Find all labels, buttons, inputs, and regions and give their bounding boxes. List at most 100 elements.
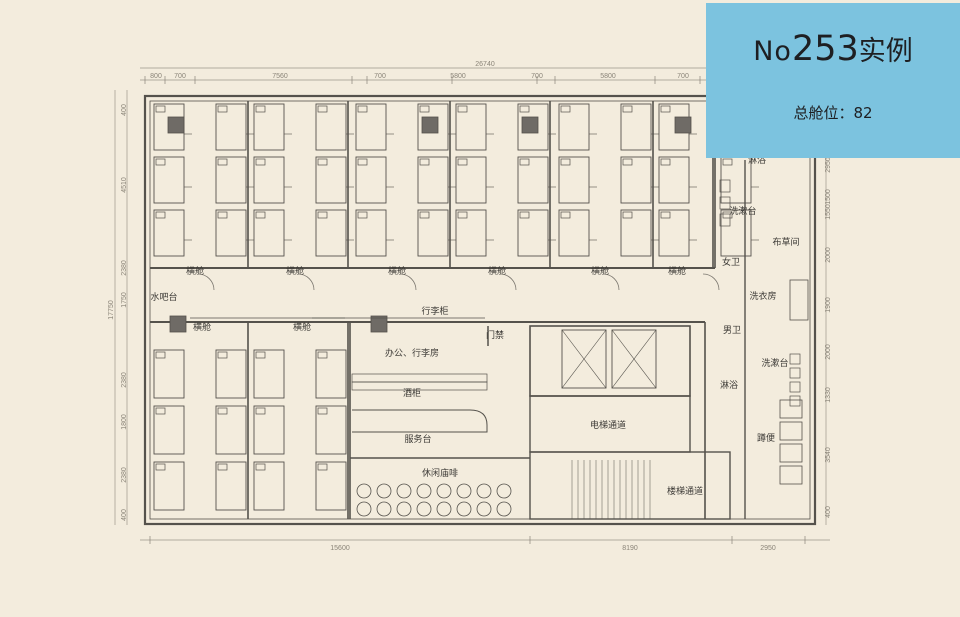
basin	[789, 381, 801, 393]
pod-pillow	[560, 211, 571, 219]
dimension-right-label: 2000	[825, 247, 832, 263]
capsule-pod	[417, 209, 449, 257]
capsule-pod	[253, 103, 285, 151]
door-swing	[702, 273, 720, 291]
capsule-pod	[315, 349, 347, 399]
capsule-pod	[315, 405, 347, 455]
capsule-pod	[215, 461, 247, 511]
capsule-pod	[417, 103, 449, 151]
pod-pillow	[317, 351, 328, 359]
pod-pillow	[419, 158, 430, 166]
tea-bar-label: 水吧台	[150, 291, 177, 303]
pod-pillow	[217, 211, 228, 219]
cafe-label: 休闲庙啡	[422, 467, 458, 479]
service-desk-label: 服务台	[404, 433, 431, 445]
basin	[719, 179, 731, 193]
capsule-pod	[315, 461, 347, 511]
cafe-chair	[416, 483, 432, 499]
pod-pillow	[622, 105, 633, 113]
dimension-bottom-label: 15600	[330, 545, 350, 552]
dimension-left-label: 2380	[121, 260, 128, 276]
capsule-pod	[720, 209, 752, 257]
shaft-square	[167, 116, 185, 134]
pod-pillow	[660, 158, 671, 166]
pod-pillow	[255, 351, 266, 359]
dimension-right-label: 2950	[825, 157, 832, 173]
cafe-chair	[396, 501, 412, 517]
pod-pillow	[560, 158, 571, 166]
pod-pillow	[457, 211, 468, 219]
pod-pillow	[255, 105, 266, 113]
dimension-right-label: 1330	[825, 387, 832, 403]
dimension-bottom-label: 2950	[760, 545, 776, 552]
pod-pillow	[357, 211, 368, 219]
capsule-capacity: 总舱位：82	[793, 104, 873, 122]
luggage-label: 行李柜	[421, 305, 448, 317]
dimension-right-label: 2000	[825, 344, 832, 360]
dimension-left-label: 2380	[121, 467, 128, 483]
service-counter	[352, 409, 488, 433]
capsule-label: 横舱	[591, 265, 609, 277]
elevator-core	[529, 325, 691, 397]
pod-pillow	[357, 105, 368, 113]
capsule-pod	[253, 405, 285, 455]
cafe-chair	[396, 483, 412, 499]
pod-pillow	[622, 211, 633, 219]
capsule-pod	[215, 349, 247, 399]
cafe-chair	[436, 501, 452, 517]
toilet-stall	[779, 421, 803, 441]
capsule-pod	[153, 156, 185, 204]
shaft-square	[521, 116, 539, 134]
pod-pillow	[457, 158, 468, 166]
access-control-label: 门禁	[486, 329, 504, 341]
pod-pillow	[255, 211, 266, 219]
capsule-pod	[253, 156, 285, 204]
wash-basin-label: 洗漱台	[761, 357, 788, 369]
capsule-pod	[215, 156, 247, 204]
dimension-top-label: 700	[174, 73, 186, 80]
capsule-pod	[253, 349, 285, 399]
pod-pillow	[217, 351, 228, 359]
shaft-square	[169, 315, 187, 333]
capsule-pod	[558, 209, 590, 257]
capsule-pod	[517, 156, 549, 204]
toilet-stall	[779, 399, 803, 419]
elevator-car	[561, 329, 607, 389]
capsule-pod	[253, 209, 285, 257]
instance-badge: No253实例 总舱位：82	[706, 3, 960, 158]
toilet-label: 蹲便	[757, 432, 775, 444]
cafe-chair	[496, 501, 512, 517]
capsule-pod	[153, 461, 185, 511]
dimension-total-height: 17750	[108, 300, 115, 320]
pod-pillow	[660, 211, 671, 219]
cafe-chair	[436, 483, 452, 499]
pod-pillow	[217, 407, 228, 415]
capsule-pod	[455, 103, 487, 151]
male-wc-label: 男卫	[723, 325, 741, 336]
capsule-label: 横舱	[668, 265, 686, 277]
capsule-pod	[620, 209, 652, 257]
capsule-pod	[517, 103, 549, 151]
capsule-pod	[153, 209, 185, 257]
capsule-label: 横舱	[388, 265, 406, 277]
capsule-pod	[517, 209, 549, 257]
capsule-pod	[315, 156, 347, 204]
shaft-square	[421, 116, 439, 134]
pod-pillow	[155, 105, 166, 113]
basin	[789, 353, 801, 365]
capsule-pod	[558, 103, 590, 151]
dimension-right-label: 1500	[825, 189, 832, 205]
capsule-pod	[153, 349, 185, 399]
shower-label: 淋浴	[720, 379, 738, 391]
elevator-car	[611, 329, 657, 389]
dimension-left-label: 400	[121, 509, 128, 521]
wine-rack	[351, 373, 488, 383]
pod-pillow	[317, 211, 328, 219]
pod-pillow	[317, 158, 328, 166]
dimension-right-label: 1900	[825, 297, 832, 313]
capsule-pod	[315, 103, 347, 151]
pod-pillow	[255, 463, 266, 471]
shaft-square	[674, 116, 692, 134]
pod-pillow	[419, 211, 430, 219]
